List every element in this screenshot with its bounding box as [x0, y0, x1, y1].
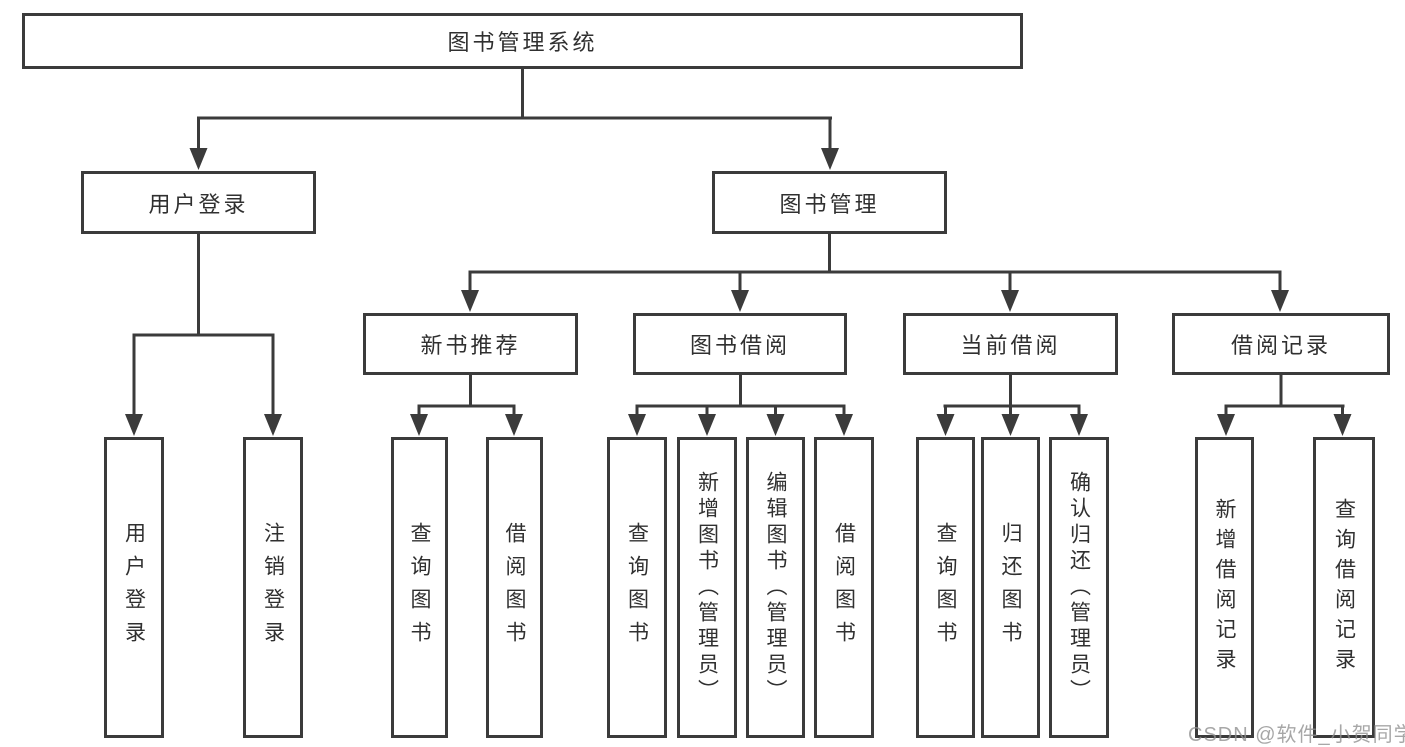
leaf-label: 查询图书	[625, 521, 649, 654]
leaf-confirm-return-admin: 确认归还（管理员）	[1049, 437, 1109, 738]
connector-root	[197, 68, 832, 150]
leaf-label: 编辑图书（管理员）	[764, 470, 787, 705]
leaf-edit-books-admin: 编辑图书（管理员）	[746, 437, 805, 738]
leaf-logout: 注销登录	[243, 437, 303, 738]
connector-borrow-records	[1224, 375, 1345, 417]
leaf-borrow-books: 借阅图书	[814, 437, 874, 738]
node-label: 新书推荐	[420, 333, 521, 358]
connector-new-book-recommend	[417, 375, 516, 417]
leaf-label: 新增图书（管理员）	[695, 470, 719, 705]
connector-current-borrow	[943, 375, 1081, 417]
leaf-query-books-recommend: 查询图书	[391, 437, 448, 738]
leaf-user-login: 用户登录	[104, 437, 164, 738]
leaf-add-books-admin: 新增图书（管理员）	[677, 437, 737, 738]
node-label: 图书借阅	[689, 333, 790, 358]
node-borrow-records: 借阅记录	[1172, 313, 1390, 375]
leaf-label: 归还图书	[999, 521, 1022, 654]
leaf-label: 确认归还（管理员）	[1067, 470, 1091, 705]
node-label: 图书管理系统	[447, 30, 598, 55]
leaf-label: 借阅图书	[503, 521, 526, 654]
leaf-label: 查询图书	[408, 521, 431, 654]
leaf-query-books-current: 查询图书	[916, 437, 975, 738]
node-book-borrow: 图书借阅	[633, 313, 847, 375]
watermark: CSDN @软件_小贺同学	[1188, 724, 1405, 746]
leaf-label: 借阅图书	[832, 521, 856, 654]
leaf-query-books-borrow: 查询图书	[607, 437, 667, 738]
leaf-label: 新增借阅记录	[1213, 497, 1236, 678]
leaf-label: 注销登录	[261, 521, 285, 654]
connector-user-login	[132, 234, 275, 416]
node-label: 图书管理	[779, 191, 880, 217]
leaf-label: 查询借阅记录	[1332, 497, 1356, 678]
leaf-label: 查询图书	[934, 521, 957, 654]
connector-book-management	[468, 234, 1282, 292]
node-label: 借阅记录	[1230, 333, 1331, 358]
leaf-label: 用户登录	[122, 521, 146, 654]
node-current-borrow: 当前借阅	[903, 313, 1118, 375]
connector-book-borrow	[635, 375, 846, 417]
leaf-add-borrow-record: 新增借阅记录	[1195, 437, 1254, 738]
node-label: 当前借阅	[960, 333, 1061, 358]
node-user-login: 用户登录	[81, 171, 316, 234]
leaf-return-books: 归还图书	[981, 437, 1040, 738]
node-book-management: 图书管理	[712, 171, 947, 234]
node-label: 用户登录	[148, 191, 249, 217]
leaf-query-borrow-record: 查询借阅记录	[1313, 437, 1375, 738]
leaf-borrow-books-recommend: 借阅图书	[486, 437, 543, 738]
node-root-system: 图书管理系统	[22, 13, 1023, 69]
node-new-book-recommend: 新书推荐	[363, 313, 578, 375]
